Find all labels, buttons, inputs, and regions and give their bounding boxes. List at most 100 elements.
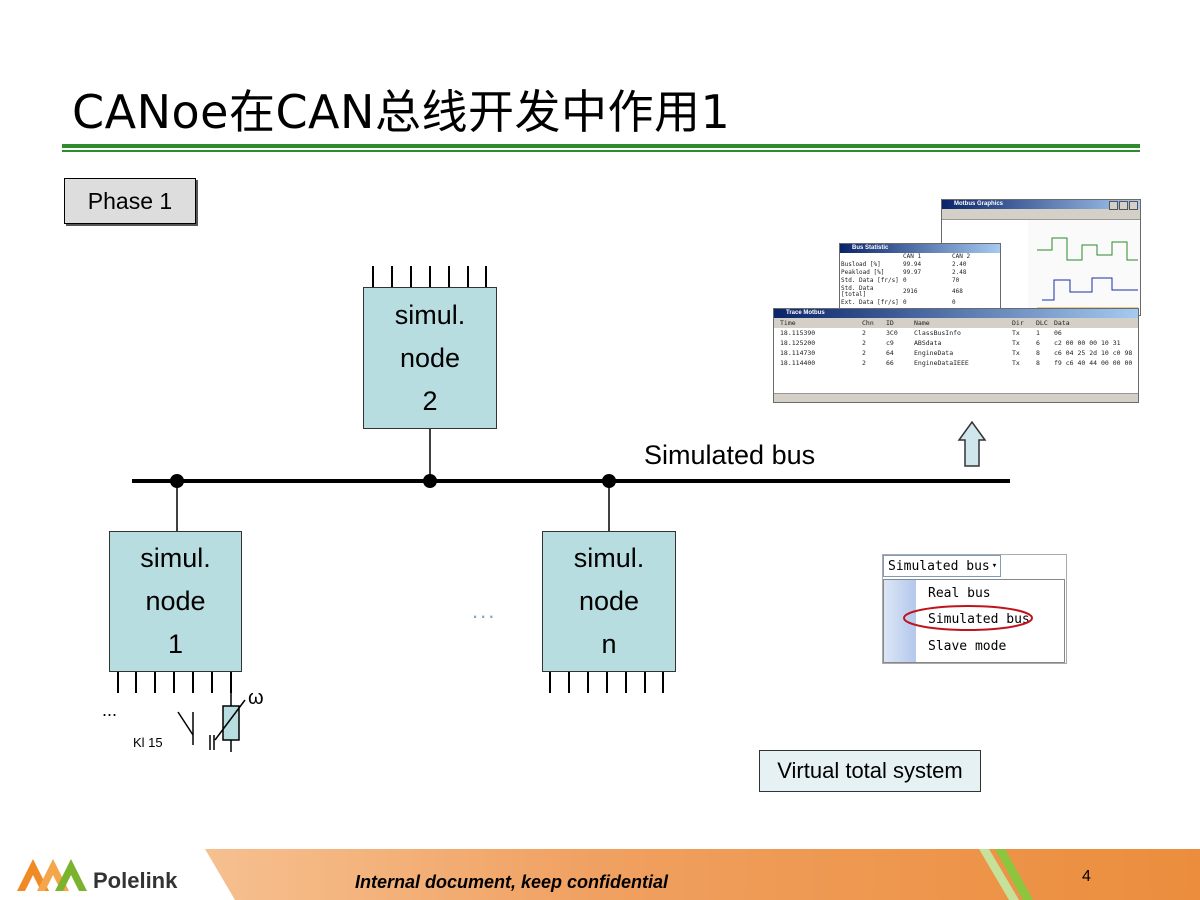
- node-label: 2: [422, 385, 438, 416]
- bus-junction: [170, 474, 184, 488]
- table-cell: 66: [886, 359, 894, 367]
- table-cell: Busload [%]: [841, 261, 881, 268]
- kl15-switch: [177, 711, 215, 750]
- table-header: Data: [1054, 319, 1070, 327]
- node-label: node: [578, 586, 640, 616]
- table-cell: Ext. Data [fr/s]: [841, 299, 899, 306]
- table-cell: 2: [862, 359, 866, 367]
- bus-junction: [423, 474, 437, 488]
- table-header: Dir: [1012, 319, 1024, 327]
- node-label: simul.: [573, 543, 645, 573]
- table-cell: 468: [952, 288, 963, 295]
- menu-item-simulated-bus[interactable]: Simulated bus: [928, 612, 1030, 627]
- table-cell: EngineData: [914, 349, 954, 357]
- table-cell: 18.114730: [780, 349, 816, 357]
- polelink-logo-icon: [17, 859, 87, 891]
- table-cell: 2.40: [952, 261, 967, 268]
- table-cell: 8: [1036, 349, 1040, 357]
- node-label: simul.: [394, 299, 466, 330]
- table-cell: 2916: [903, 288, 918, 295]
- bus-mode-menu: Simulated bus ▾ Real bus Simulated bus S…: [882, 554, 1067, 664]
- menu-item-slave-mode[interactable]: Slave mode: [928, 639, 1007, 654]
- table-cell: 2: [862, 349, 866, 357]
- table-cell: Std. Data [total]: [841, 285, 874, 298]
- table-cell: 99.97: [903, 269, 922, 276]
- table-cell: 0: [952, 299, 956, 306]
- node1-pins: [117, 671, 232, 693]
- page-title: CANoe在CAN总线开发中作用1: [72, 85, 731, 139]
- noden-pins: [549, 671, 664, 693]
- footer-band: [205, 849, 1200, 900]
- trace-title: Trace Motbus: [774, 309, 1138, 318]
- table-cell: 18.114400: [780, 359, 816, 367]
- table-header: Time: [780, 319, 796, 327]
- table-cell: 6: [1036, 339, 1040, 347]
- table-cell: c2 00 00 00 10 31: [1054, 339, 1121, 347]
- table-cell: f9 c6 40 44 00 00 00: [1054, 359, 1133, 367]
- omega-label: ω: [248, 687, 264, 709]
- bus-label: Simulated bus: [644, 440, 816, 470]
- menu-item-real-bus[interactable]: Real bus: [928, 586, 991, 601]
- table-cell: 1: [1036, 329, 1040, 337]
- bus-mode-dropdown[interactable]: Simulated bus ▾: [883, 555, 1001, 577]
- trace-scrollbar[interactable]: [774, 393, 1138, 402]
- node-label: n: [601, 629, 617, 659]
- chevron-down-icon: ▾: [991, 561, 998, 571]
- sim-node-1: simul. node 1: [109, 531, 242, 672]
- menu-strip: [884, 580, 916, 662]
- table-cell: 0: [903, 277, 907, 284]
- table-cell: 18.115390: [780, 329, 816, 337]
- table-cell: ClassBusInfo: [914, 329, 961, 337]
- highlight-ellipse: [903, 605, 1033, 631]
- brand-name: Polelink: [93, 868, 178, 893]
- table-cell: 18.125200: [780, 339, 816, 347]
- table-cell: c6 04 25 2d 10 c0 98: [1054, 349, 1133, 357]
- pins-ellipsis: ...: [102, 700, 118, 720]
- graphics-title: Motbus Graphics: [942, 200, 1140, 209]
- table-cell: 64: [886, 349, 894, 357]
- virtual-total-system-label: Virtual total system: [759, 750, 981, 792]
- table-cell: Tx: [1012, 339, 1020, 347]
- table-cell: Std. Data [fr/s]: [841, 277, 899, 284]
- title-rule: [62, 144, 1140, 148]
- node2-pins: [372, 266, 487, 288]
- table-header: ID: [886, 319, 894, 327]
- up-arrow-icon: [957, 420, 987, 467]
- table-cell: EngineDataIEEE: [914, 359, 969, 367]
- sim-node-n: simul. node n: [542, 531, 676, 672]
- sim-node-2: simul. node 2: [363, 287, 497, 429]
- stats-title: Bus Statistic: [840, 244, 1000, 253]
- footer-stripe-icon: [979, 849, 1033, 900]
- node-label: simul.: [140, 543, 211, 573]
- footer-band-edge: [190, 849, 235, 900]
- table-header: [840, 253, 902, 261]
- table-cell: 2: [862, 329, 866, 337]
- table-cell: Tx: [1012, 349, 1020, 357]
- table-cell: c9: [886, 339, 894, 347]
- thermistor-symbol: [214, 693, 246, 752]
- table-header: CAN 1: [903, 253, 922, 260]
- table-cell: 0: [903, 299, 907, 306]
- table-cell: Peakload [%]: [841, 269, 885, 276]
- dropdown-value: Simulated bus: [888, 558, 990, 574]
- table-cell: 06: [1054, 329, 1062, 337]
- window-buttons: [1109, 201, 1138, 210]
- trace-window: Trace Motbus Time Chn ID Name Dir DLC Da…: [773, 308, 1139, 403]
- kl15-label: Kl 15: [133, 735, 163, 750]
- node-label: node: [399, 342, 461, 373]
- table-cell: ABSdata: [914, 339, 942, 347]
- table-cell: 3C0: [886, 329, 898, 337]
- graphics-toolbar: [942, 209, 1140, 220]
- table-cell: 99.94: [903, 261, 922, 268]
- nodes-ellipsis: ...: [472, 598, 497, 623]
- stats-window: Bus Statistic CAN 1 CAN 2 Busload [%]99.…: [839, 243, 1001, 320]
- table-cell: 70: [952, 277, 960, 284]
- node-label: 1: [167, 629, 184, 659]
- table-header: Chn: [862, 319, 874, 327]
